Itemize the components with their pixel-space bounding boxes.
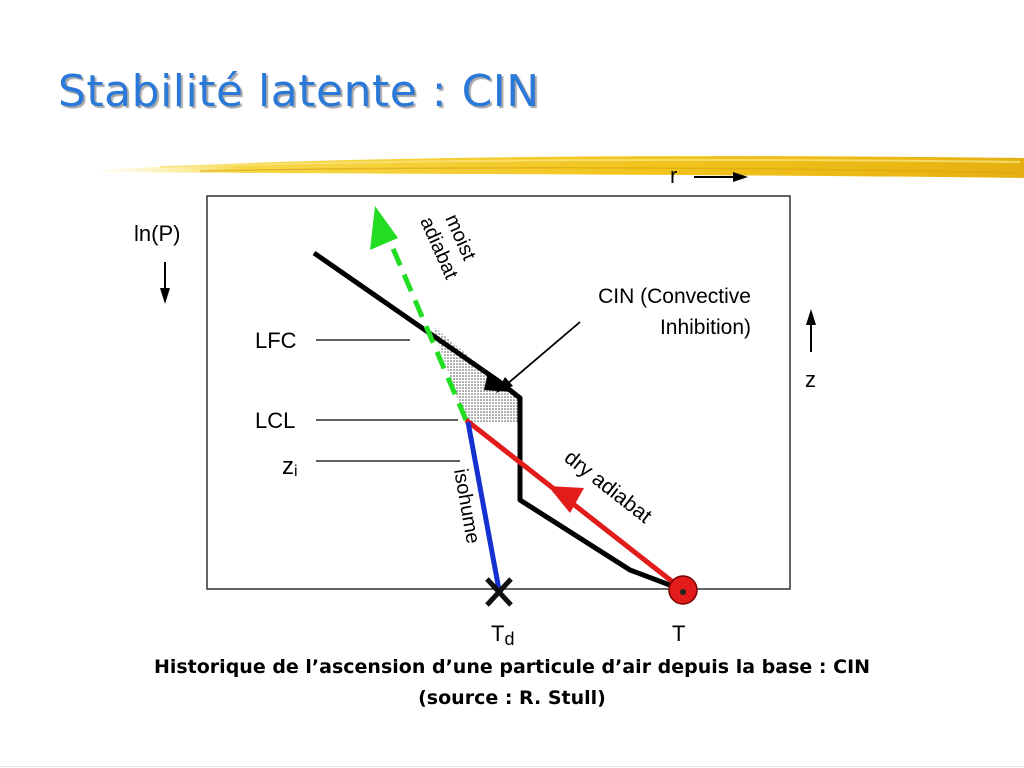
isohume-line <box>465 421 502 591</box>
axis-r-label: r <box>670 163 677 188</box>
cin-pointer-arrowhead-icon <box>496 377 513 393</box>
cin-label-line2: Inhibition) <box>660 316 751 339</box>
environment-sounding-line <box>312 250 684 593</box>
decorative-brush-stroke <box>100 156 1024 178</box>
td-label: Td <box>491 621 514 649</box>
level-lcl-label: LCL <box>255 408 295 433</box>
dry-adiabat-label: dry adiabat <box>560 446 656 528</box>
dry-adiabat-line <box>464 418 685 592</box>
axis-r-arrow-icon <box>694 172 748 182</box>
dry-adiabat-arrowhead-icon <box>548 486 584 513</box>
axis-z-arrow-icon <box>806 309 816 352</box>
moist-adiabat-arrowhead-icon <box>370 206 398 250</box>
level-lfc-label: LFC <box>255 328 297 353</box>
caption-line-2: (source : R. Stull) <box>418 687 606 709</box>
t-label: T <box>672 621 685 646</box>
slide-title: Stabilité latente : CIN <box>58 66 540 117</box>
bottom-divider <box>0 766 1024 767</box>
cin-shaded-region <box>433 326 520 422</box>
cin-diagram: r ln(P) z LFC LCL zi <box>134 163 816 649</box>
cin-label-line1: CIN (Convective <box>598 285 751 308</box>
moist-adiabat-label: moist adiabat <box>415 204 484 283</box>
axis-z-label: z <box>805 367 816 392</box>
axis-lnp-arrow-icon <box>160 262 170 304</box>
caption-line-1: Historique de l’ascension d’une particul… <box>153 656 871 678</box>
level-zi-label: zi <box>282 453 298 480</box>
parcel-center-dot <box>680 589 686 595</box>
axis-lnp-label: ln(P) <box>134 221 180 246</box>
cin-pointer-line <box>505 321 581 386</box>
moist-adiabat-line <box>383 231 469 421</box>
dewpoint-x-marker-icon <box>485 577 513 607</box>
